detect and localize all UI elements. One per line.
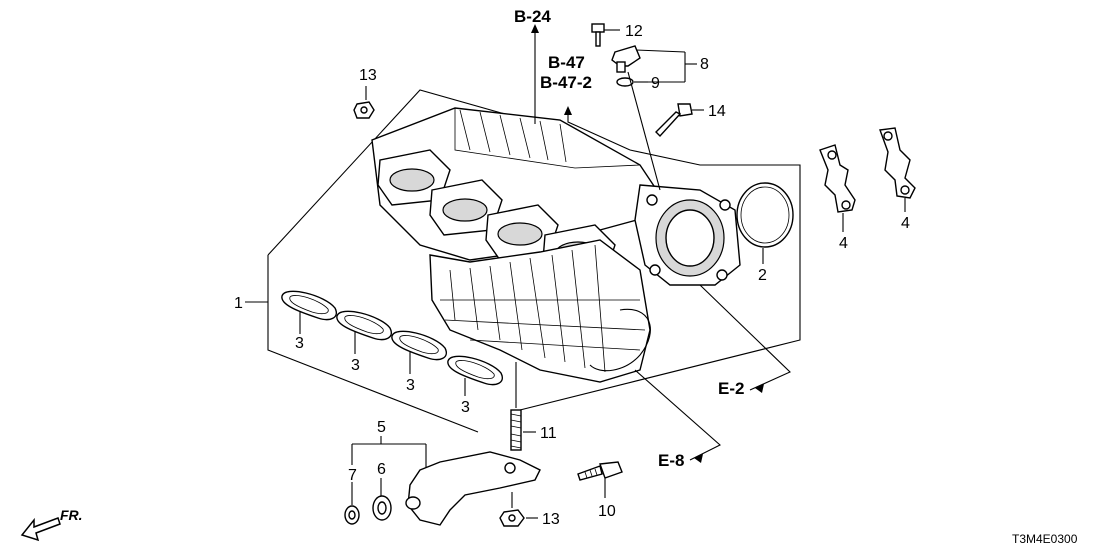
callout-9: 9 <box>651 75 660 92</box>
ref-b24[interactable]: B-24 <box>514 7 551 26</box>
flange-bolt-10[interactable] <box>577 461 623 498</box>
washer[interactable] <box>344 482 360 525</box>
callout-5: 5 <box>377 419 386 436</box>
callout-3: 3 <box>295 335 304 352</box>
ref-b47[interactable]: B-47 <box>548 53 585 72</box>
figure-code: T3M4E0300 <box>1012 532 1078 546</box>
flange-bolt-14[interactable] <box>655 103 704 138</box>
o-ring[interactable] <box>616 77 648 87</box>
callout-4: 4 <box>901 215 910 232</box>
callout-3: 3 <box>461 399 470 416</box>
callout-10: 10 <box>598 503 616 520</box>
callout-13: 13 <box>542 511 560 528</box>
callout-4: 4 <box>839 235 848 252</box>
ref-b47-2[interactable]: B-47-2 <box>540 73 592 92</box>
nut-upper[interactable] <box>353 86 375 119</box>
callout-3: 3 <box>351 357 360 374</box>
retainer-brackets[interactable] <box>819 127 916 232</box>
callout-2: 2 <box>758 267 767 284</box>
nut-lower[interactable] <box>499 492 538 527</box>
front-direction-arrow: FR. <box>20 507 83 542</box>
stud-bolt[interactable] <box>510 362 536 451</box>
callout-12: 12 <box>625 23 643 40</box>
callout-13: 13 <box>359 67 377 84</box>
callout-8: 8 <box>700 56 709 73</box>
callout-3: 3 <box>406 377 415 394</box>
ref-e8[interactable]: E-8 <box>658 451 684 470</box>
callout-1: 1 <box>234 295 243 312</box>
callout-6: 6 <box>377 461 386 478</box>
leader-lines <box>245 24 791 463</box>
bushing[interactable] <box>372 478 392 521</box>
fr-label: FR. <box>60 507 83 523</box>
ref-e2[interactable]: E-2 <box>718 379 744 398</box>
manifold-bracket[interactable] <box>351 436 541 526</box>
port-gaskets[interactable] <box>281 290 503 396</box>
callout-14: 14 <box>708 103 726 120</box>
callout-7: 7 <box>348 467 357 484</box>
intake-manifold[interactable] <box>371 107 741 383</box>
callout-11: 11 <box>540 425 557 442</box>
throttle-gasket[interactable] <box>736 182 794 264</box>
sensor-bolt[interactable] <box>591 23 620 47</box>
